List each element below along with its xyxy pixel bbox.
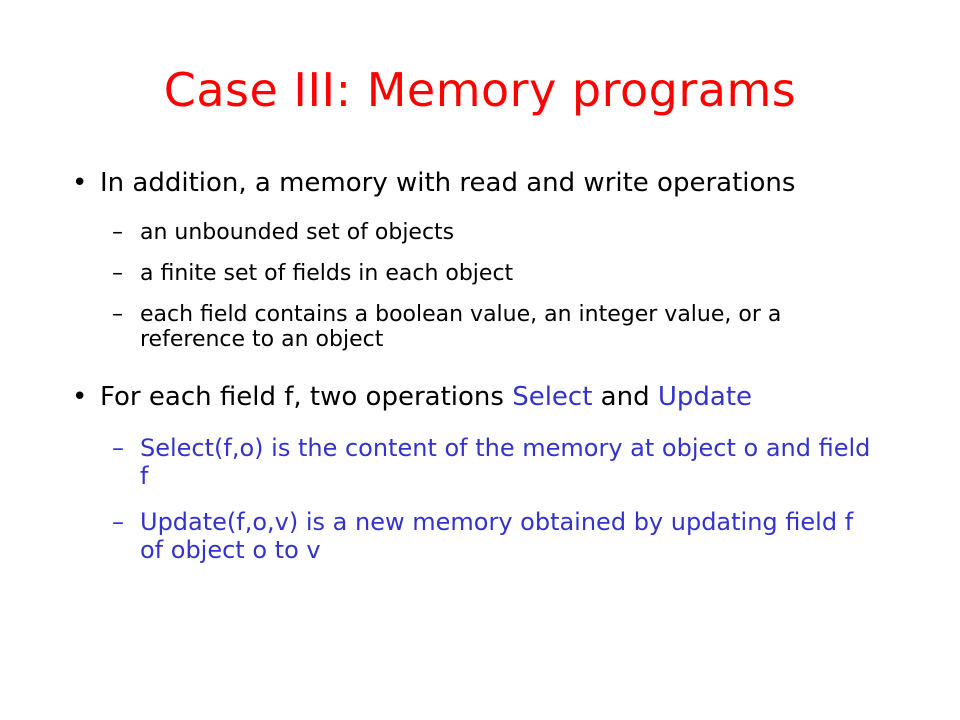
slide-content: • In addition, a memory with read and wr… [72,168,872,594]
bullet-memory: • In addition, a memory with read and wr… [72,168,872,198]
sub-item-text: Select(f,o) is the content of the memory… [140,434,871,490]
sub-item-update: – Update(f,o,v) is a new memory obtained… [72,508,872,564]
slide-title: Case III: Memory programs [163,63,797,117]
sub-item-select: – Select(f,o) is the content of the memo… [72,434,872,490]
sub-item-text: a finite set of fields in each object [140,261,514,286]
sub-list-operations: – Select(f,o) is the content of the memo… [72,434,872,564]
bullet-text: In addition, a memory with read and writ… [100,168,796,198]
bullet-marker: • [72,382,88,412]
dash-marker: – [112,261,123,286]
sub-item-text: an unbounded set of objects [140,220,455,245]
bullet-marker: • [72,168,88,198]
select-keyword: Select [512,382,593,412]
dash-marker: – [112,220,123,245]
dash-marker: – [112,508,124,536]
update-keyword: Update [657,382,753,412]
bullet-text-and: and [592,382,658,412]
sub-item-text: each field contains a boolean value, an … [140,302,782,352]
sub-item-text: Update(f,o,v) is a new memory obtained b… [140,508,854,564]
sub-item: – each field contains a boolean value, a… [72,302,872,352]
sub-list-memory: – an unbounded set of objects – a finite… [72,220,872,352]
sub-item: – a finite set of fields in each object [72,261,872,286]
dash-marker: – [112,434,124,462]
bullet-text: For each field f, two operations [100,382,513,412]
dash-marker: – [112,302,123,327]
bullet-operations: • For each field f, two operations Selec… [72,382,872,412]
sub-item: – an unbounded set of objects [72,220,872,245]
